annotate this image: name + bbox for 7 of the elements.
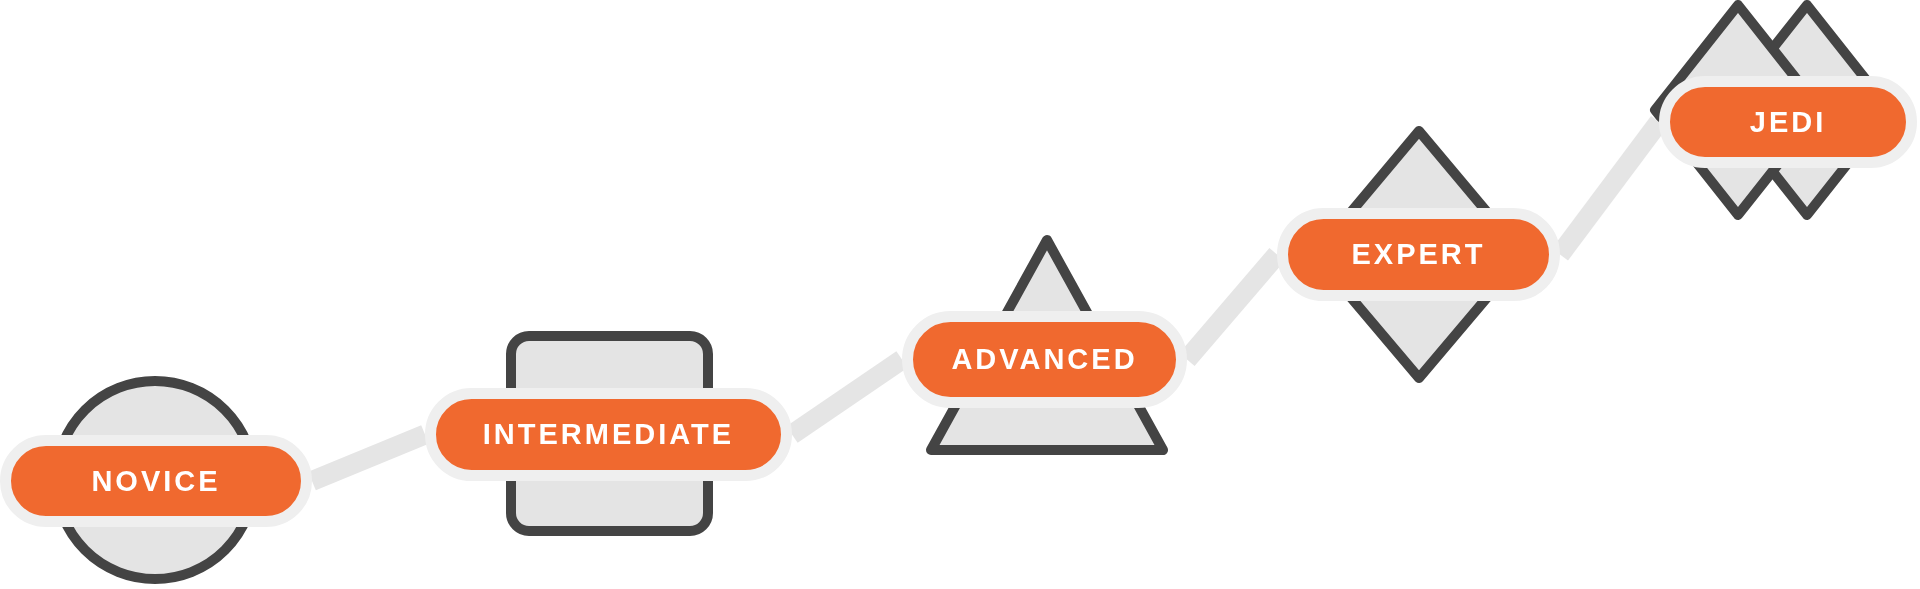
level-pill bbox=[0, 435, 312, 527]
level-label: INTERMEDIATE bbox=[482, 418, 735, 451]
level-label: ADVANCED bbox=[951, 343, 1138, 376]
level-label: NOVICE bbox=[91, 464, 221, 498]
level-pill bbox=[1659, 76, 1917, 168]
level-label: EXPERT bbox=[1351, 238, 1486, 271]
level-label: JEDI bbox=[1749, 105, 1827, 139]
